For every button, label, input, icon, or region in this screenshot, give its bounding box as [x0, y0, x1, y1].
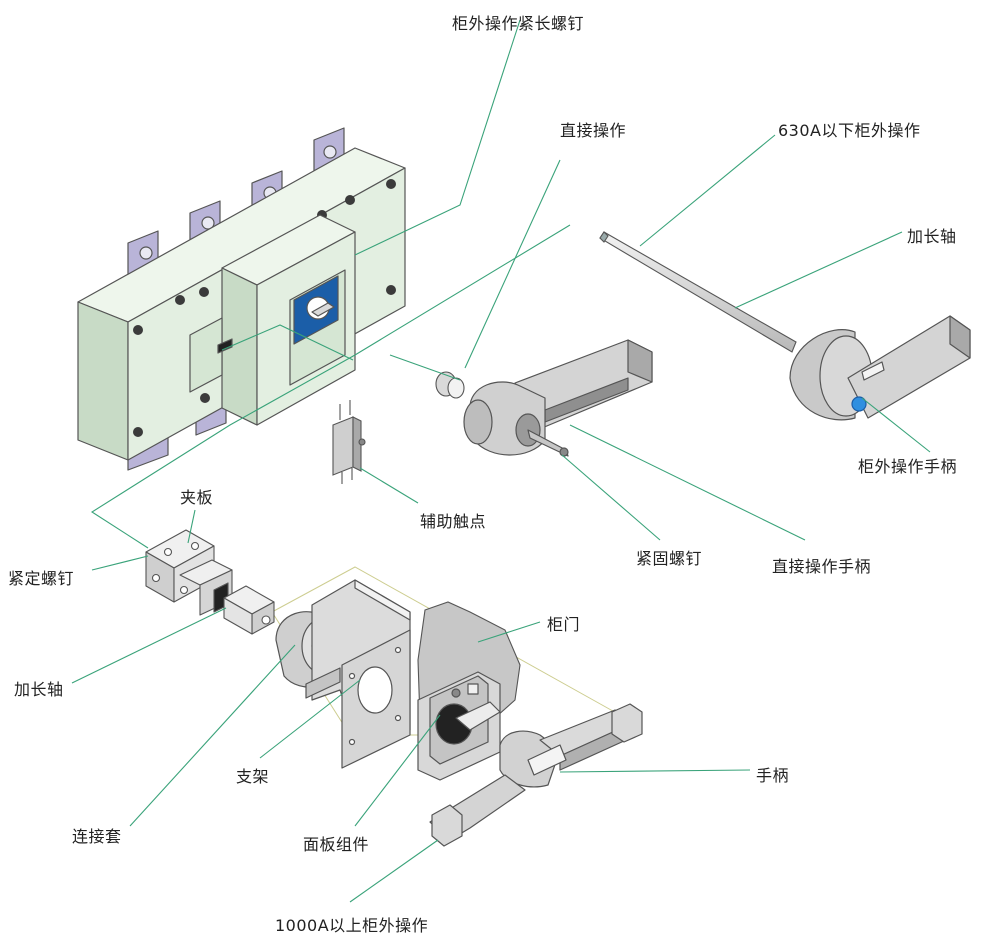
- label-handle: 手柄: [756, 766, 790, 785]
- label-cabinet-door: 柜门: [547, 615, 581, 634]
- switch-body: [77, 127, 406, 471]
- label-set-screw: 紧固螺钉: [636, 549, 703, 568]
- bracket: [305, 579, 411, 769]
- extension-shaft-left: [223, 585, 275, 635]
- label-below-630a-external: 630A以下柜外操作: [778, 121, 921, 140]
- label-aux-contact: 辅助触点: [420, 512, 487, 531]
- leader-lines: [71, 19, 931, 903]
- label-bracket: 支架: [236, 767, 270, 786]
- external-handle-top: [789, 315, 971, 421]
- clamp-plate: [145, 529, 233, 616]
- label-extension-shaft-left: 加长轴: [14, 680, 64, 699]
- panel-assembly: [417, 671, 501, 781]
- label-above-1000a-external: 1000A以上柜外操作: [275, 916, 429, 935]
- label-clamp-plate: 夹板: [180, 488, 214, 507]
- direct-handle: [463, 339, 653, 457]
- label-external-handle: 柜外操作手柄: [858, 457, 958, 476]
- label-panel-assembly: 面板组件: [303, 835, 370, 854]
- label-coupling-sleeve: 连接套: [72, 827, 122, 846]
- label-direct-operation: 直接操作: [560, 121, 627, 140]
- label-locking-screw: 紧定螺钉: [8, 569, 75, 588]
- aux-contact: [332, 400, 366, 484]
- label-panel-fastening-screw: 柜外操作紧长螺钉: [452, 14, 585, 33]
- label-extension-shaft-top: 加长轴: [907, 227, 957, 246]
- extension-shaft-top: [599, 231, 797, 353]
- knob-cap: [435, 371, 465, 399]
- label-direct-handle: 直接操作手柄: [772, 557, 872, 576]
- lower-handle: [429, 703, 643, 847]
